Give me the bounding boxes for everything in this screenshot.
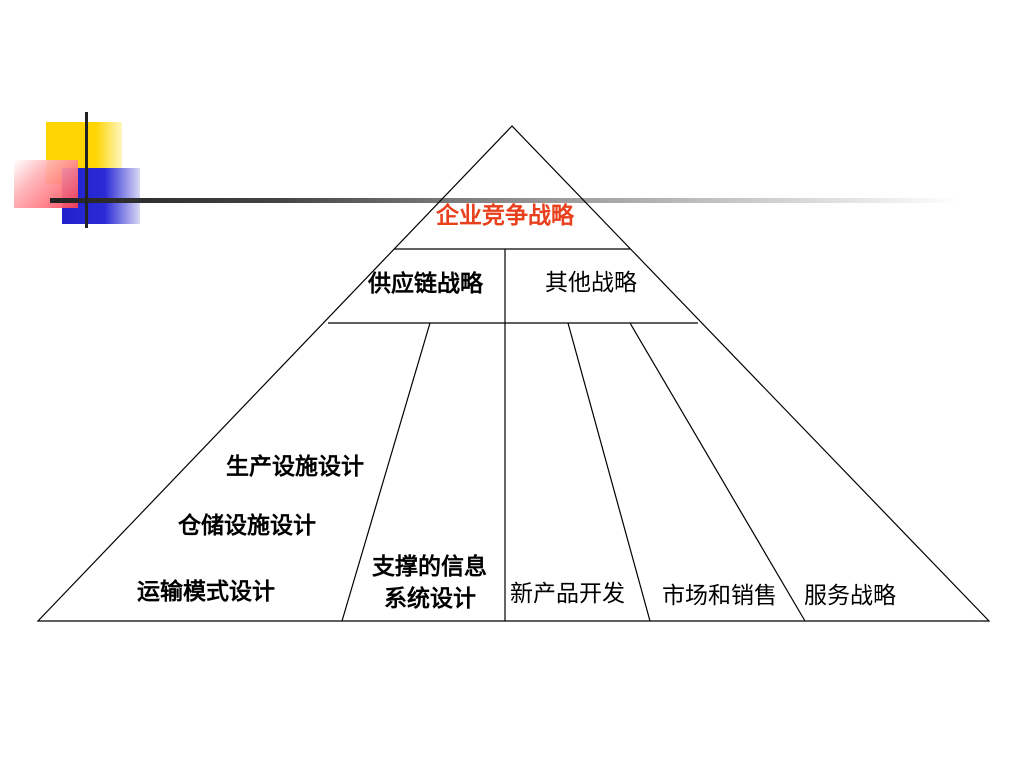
apex-label: 企业竞争战略	[436, 202, 574, 229]
info-system-label-line1: 支撑的信息	[372, 553, 487, 580]
marketing-sales-label: 市场和销售	[662, 583, 777, 609]
vertical-rule-decoration	[85, 112, 88, 228]
production-facility-label: 生产设施设计	[226, 453, 364, 480]
warehouse-facility-label: 仓储设施设计	[178, 512, 316, 539]
new-product-label: 新产品开发	[510, 581, 625, 607]
marketing-divider	[629, 322, 806, 622]
supply-chain-strategy-label: 供应链战略	[368, 270, 483, 297]
pyramid-outline	[36, 125, 991, 622]
other-strategy-label: 其他战略	[545, 270, 637, 296]
transport-mode-label: 运输模式设计	[137, 578, 275, 605]
horizontal-rule-decoration	[50, 198, 960, 203]
info-system-label-line2: 系统设计	[384, 585, 476, 612]
service-strategy-label: 服务战略	[804, 583, 896, 609]
product-divider	[567, 322, 651, 622]
info-system-divider	[341, 322, 431, 622]
